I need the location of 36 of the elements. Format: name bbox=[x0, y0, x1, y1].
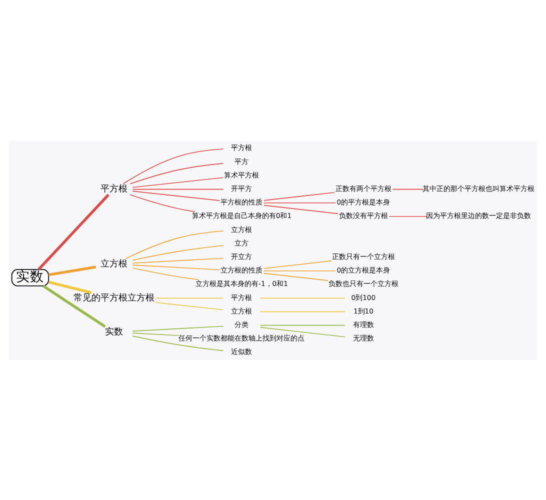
connector bbox=[132, 325, 224, 332]
connector bbox=[260, 324, 346, 326]
connector bbox=[132, 190, 220, 200]
connector bbox=[132, 244, 224, 260]
node-text: 立方根 bbox=[100, 258, 128, 269]
connector bbox=[48, 265, 96, 276]
connector bbox=[132, 332, 180, 336]
connector bbox=[264, 204, 338, 214]
connector bbox=[260, 310, 346, 312]
connector bbox=[38, 193, 110, 270]
connector bbox=[132, 264, 220, 270]
connector bbox=[122, 148, 224, 184]
node-text: 常见的平方根立方根 bbox=[74, 292, 155, 303]
connector bbox=[264, 192, 335, 200]
connector bbox=[260, 297, 346, 298]
connector bbox=[130, 194, 196, 212]
connector bbox=[132, 188, 224, 190]
connector bbox=[392, 188, 424, 190]
connector bbox=[264, 260, 332, 268]
connector bbox=[264, 202, 336, 203]
connector bbox=[132, 335, 224, 351]
node-text: 实数 bbox=[105, 326, 124, 337]
connector bbox=[48, 280, 92, 294]
connector bbox=[132, 257, 224, 264]
connector bbox=[155, 302, 224, 310]
node-box: 实数 bbox=[11, 268, 50, 286]
connector bbox=[155, 297, 224, 298]
connector bbox=[264, 270, 336, 271]
connector bbox=[132, 176, 224, 188]
connector bbox=[125, 230, 224, 258]
connector bbox=[130, 162, 224, 184]
connector bbox=[260, 326, 346, 337]
connector bbox=[264, 272, 328, 280]
node-text: 平方根 bbox=[100, 184, 128, 194]
connector bbox=[132, 267, 199, 280]
connector bbox=[42, 284, 106, 328]
